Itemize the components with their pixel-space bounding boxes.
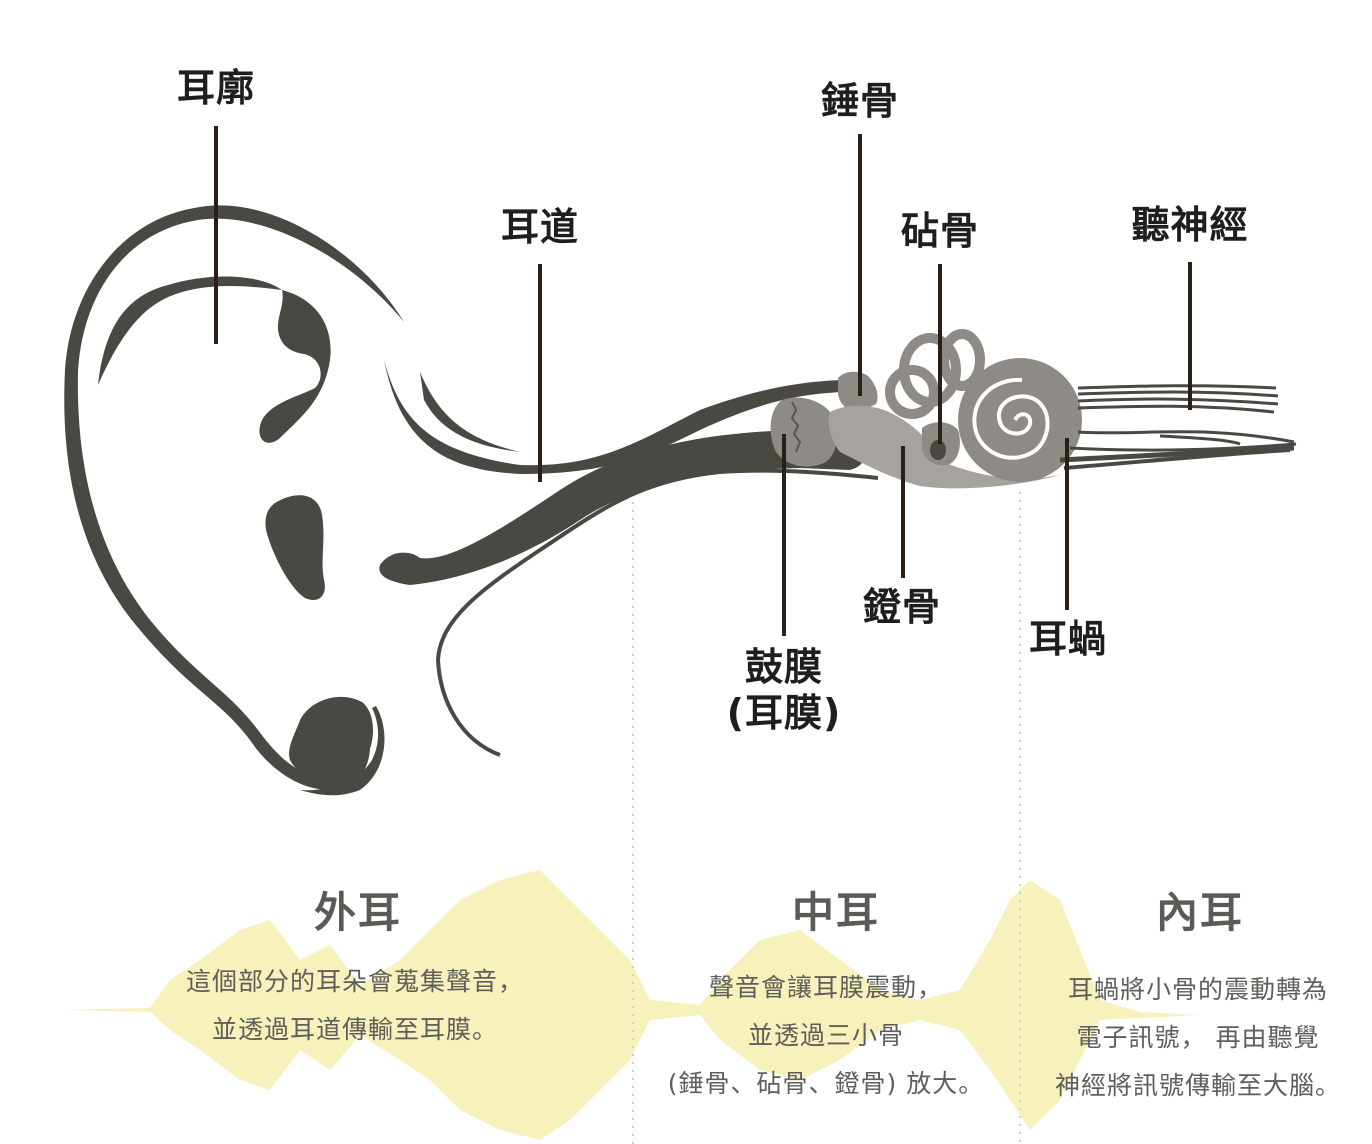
ear-canal-lower-wall (379, 430, 866, 585)
middle-ear-line-2: 並透過三小骨 (747, 1021, 904, 1050)
leader-lines (214, 126, 1192, 636)
label-tympanum: 鼓膜 (耳膜) (724, 644, 844, 736)
semicircular-canals (885, 329, 985, 419)
label-incus: 砧骨 (900, 209, 979, 253)
section-inner-ear-title: 內耳 (1155, 888, 1244, 937)
tympanum-hatch (790, 401, 802, 453)
section-middle-ear-text: 聲音會讓耳膜震動， 並透過三小骨 (錘骨、砧骨、鐙骨) 放大。 (636, 964, 1016, 1108)
jaw-line (435, 468, 879, 757)
label-auricle: 耳廓 (176, 66, 255, 110)
section-outer-ear-title: 外耳 (313, 888, 402, 937)
middle-ear-line-3: (錘骨、砧骨、鐙骨) 放大。 (667, 1069, 985, 1098)
middle-ear (770, 329, 1082, 489)
tympanum-shape (770, 397, 838, 467)
inner-ear-line-2: 電子訊號， 再由聽覺 (1076, 1023, 1320, 1052)
label-cochlea: 耳蝸 (1028, 617, 1107, 661)
label-tympanum-line1: 鼓膜 (744, 645, 823, 689)
ossicle-body (828, 405, 1060, 489)
label-ear-canal: 耳道 (500, 205, 579, 249)
cochlea-spiral (972, 377, 1050, 460)
auditory-nerve-fibers (1059, 384, 1297, 470)
outer-ear-line-1: 這個部分的耳朵會蒐集聲音， (185, 967, 524, 996)
outer-ear-line-2: 並透過耳道傳輸至耳膜。 (211, 1015, 498, 1044)
label-tympanum-line2: (耳膜) (726, 691, 842, 735)
section-middle-ear-title: 中耳 (791, 888, 880, 937)
label-malleus: 錘骨 (820, 79, 899, 123)
inner-ear-line-1: 耳蝸將小骨的震動轉為 (1067, 975, 1328, 1004)
auricle-shape (64, 205, 404, 796)
label-auditory-nerve: 聽神經 (1131, 203, 1249, 247)
section-outer-ear-text: 這個部分的耳朵會蒐集聲音， 並透過耳道傳輸至耳膜。 (120, 958, 590, 1054)
malleus-shape (838, 371, 878, 412)
ear-canal-upper-inner (420, 372, 520, 452)
section-inner-ear-text: 耳蝸將小骨的震動轉為 電子訊號， 再由聽覺 神經將訊號傳輸至大腦。 (1024, 966, 1372, 1110)
cochlea-shape (958, 358, 1082, 482)
middle-ear-line-1: 聲音會讓耳膜震動， (708, 973, 943, 1002)
inner-ear-line-3: 神經將訊號傳輸至大腦。 (1054, 1071, 1341, 1100)
sound-waveform (60, 870, 1200, 1140)
label-stapes: 鐙骨 (862, 585, 941, 629)
oval-window (930, 440, 946, 460)
